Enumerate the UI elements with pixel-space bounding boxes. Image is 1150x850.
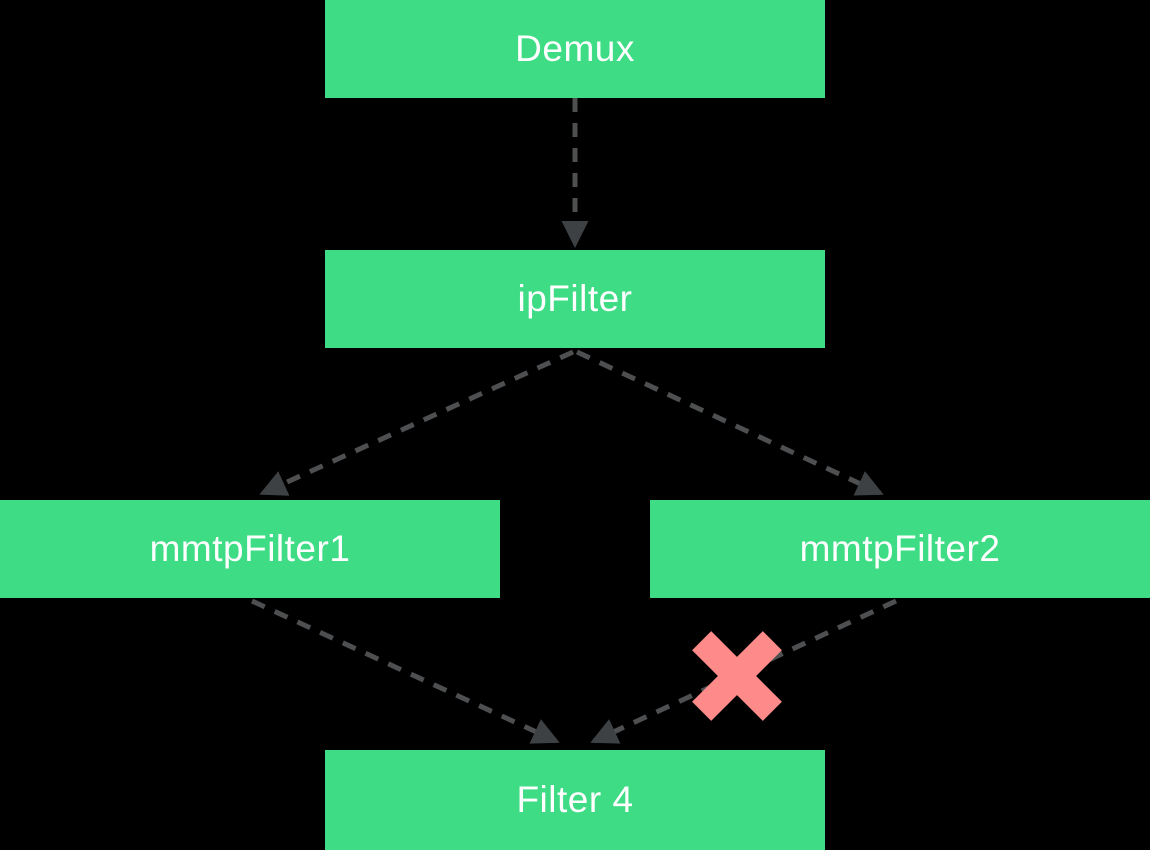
node-ipfilter-label: ipFilter — [517, 278, 633, 319]
node-mmtpfilter1: mmtpFilter1 — [0, 500, 500, 598]
node-demux-label: Demux — [515, 28, 635, 69]
edge-mmtpfilter2-to-filter4 — [590, 598, 898, 744]
node-filter4-label: Filter 4 — [516, 779, 634, 820]
node-mmtpfilter1-label: mmtpFilter1 — [149, 528, 351, 569]
edge-ipfilter-to-mmtpfilter2 — [575, 349, 884, 496]
node-ipfilter: ipFilter — [325, 250, 825, 348]
edge-mmtpfilter1-to-filter4 — [250, 598, 560, 744]
blocked-x-icon — [692, 631, 782, 721]
edge-ipfilter-to-mmtpfilter1 — [259, 349, 575, 496]
node-mmtpfilter2-label: mmtpFilter2 — [799, 528, 1001, 569]
node-filter4: Filter 4 — [325, 750, 825, 850]
node-mmtpfilter2: mmtpFilter2 — [650, 500, 1150, 598]
node-demux: Demux — [325, 0, 825, 98]
